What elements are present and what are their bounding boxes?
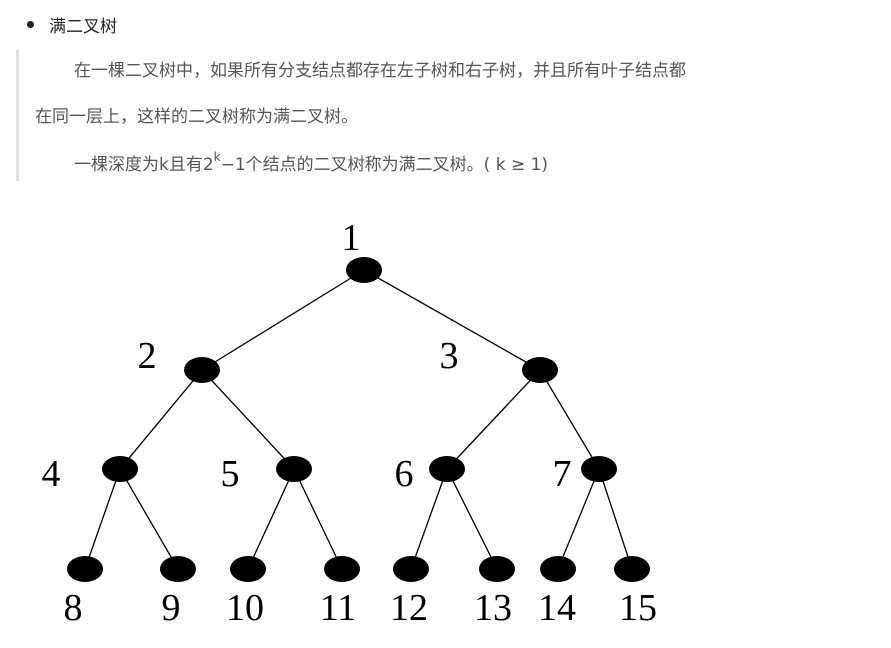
edge-4-8 (84, 468, 121, 570)
edge-5-11 (293, 468, 343, 570)
tree-node-label-6: 6 (395, 453, 414, 495)
tree-node-14 (540, 556, 576, 582)
tree-node-label-4: 4 (42, 453, 61, 495)
tree-node-label-3: 3 (440, 335, 459, 377)
tree-node-label-2: 2 (138, 335, 157, 377)
edge-7-15 (598, 468, 633, 570)
edge-6-12 (410, 468, 448, 570)
edge-7-14 (557, 468, 600, 570)
edge-3-6 (446, 369, 541, 470)
tree-node-15 (614, 556, 650, 582)
tree-node-2 (184, 357, 220, 383)
tree-node-12 (393, 556, 429, 582)
tree-node-4 (102, 456, 138, 482)
tree-node-label-12: 12 (390, 587, 428, 629)
edge-1-2 (201, 269, 365, 371)
edge-4-9 (119, 468, 179, 570)
tree-node-6 (429, 456, 465, 482)
tree-node-1 (346, 257, 382, 283)
quote-line-3-superscript: k (213, 150, 221, 164)
tree-node-label-9: 9 (162, 587, 181, 629)
tree-node-10 (230, 556, 266, 582)
edge-6-13 (446, 468, 498, 570)
tree-node-8 (67, 556, 103, 582)
quote-line-3-prefix: 一棵深度为k且有2 (74, 155, 214, 175)
bullet-dot-icon (27, 21, 34, 28)
quote-line-3: 一棵深度为k且有2k−1个结点的二叉树称为满二叉树。( k ≥ 1) (74, 150, 548, 175)
tree-node-label-15: 15 (619, 587, 657, 629)
edge-2-4 (119, 369, 203, 470)
tree-node-label-14: 14 (538, 587, 576, 629)
tree-node-label-11: 11 (320, 587, 357, 629)
edge-3-7 (539, 369, 600, 470)
quote-line-2: 在同一层上，这样的二叉树称为满二叉树。 (35, 107, 358, 127)
edge-2-5 (201, 369, 295, 470)
tree-node-label-10: 10 (226, 587, 264, 629)
tree-node-5 (276, 456, 312, 482)
tree-node-label-8: 8 (64, 587, 83, 629)
tree-node-label-1: 1 (342, 217, 361, 259)
bullet-title: 满二叉树 (49, 17, 117, 37)
quote-line-3-suffix: −1个结点的二叉树称为满二叉树。( k ≥ 1) (220, 155, 549, 175)
tree-node-7 (581, 456, 617, 482)
quote-line-1: 在一棵二叉树中，如果所有分支结点都存在左子树和右子树，并且所有叶子结点都 (74, 61, 686, 81)
tree-node-3 (522, 357, 558, 383)
tree-node-label-5: 5 (221, 453, 240, 495)
tree-node-11 (324, 556, 360, 582)
edge-5-10 (247, 468, 295, 570)
tree-node-13 (479, 556, 515, 582)
tree-node-9 (160, 556, 196, 582)
edge-1-3 (363, 269, 541, 371)
bullet-item: 满二叉树 (27, 12, 117, 37)
tree-node-label-13: 13 (474, 587, 512, 629)
blockquote: 在一棵二叉树中，如果所有分支结点都存在左子树和右子树，并且所有叶子结点都 在同一… (16, 50, 839, 181)
tree-node-label-7: 7 (553, 453, 572, 495)
